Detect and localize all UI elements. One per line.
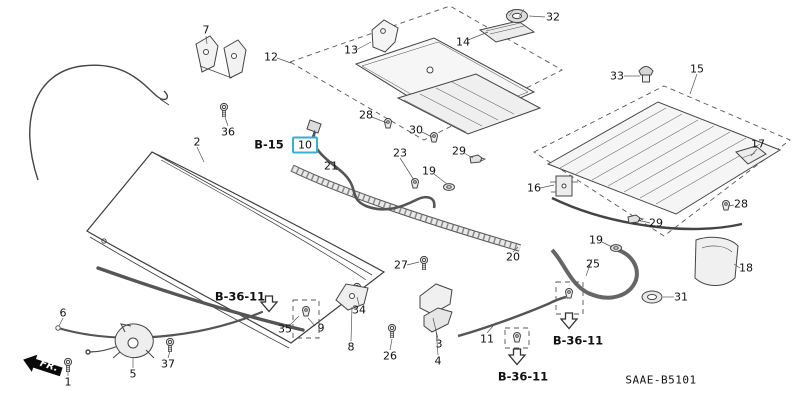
part-label-29b[interactable]: 29 — [649, 216, 663, 230]
fr-arrow — [23, 354, 63, 377]
part-label-35[interactable]: 35 — [278, 322, 292, 336]
part-label-37[interactable]: 37 — [161, 357, 175, 371]
part-label-15[interactable]: 15 — [690, 62, 704, 76]
release-cable-art — [29, 64, 170, 355]
part-label-34[interactable]: 34 — [352, 303, 366, 317]
part-label-2[interactable]: 2 — [193, 135, 201, 149]
part-label-3[interactable]: 3 — [435, 337, 443, 351]
grommet-32-art — [505, 8, 528, 23]
leader-lines — [58, 15, 758, 376]
drawing-code: SAAE-B5101 — [625, 373, 697, 387]
ref-label-b3611-left[interactable]: B-36-11 — [214, 289, 266, 304]
part-label-29a[interactable]: 29 — [452, 144, 466, 158]
part-label-28b[interactable]: 28 — [734, 197, 748, 211]
part-label-8[interactable]: 8 — [347, 340, 355, 354]
part-label-28a[interactable]: 28 — [359, 108, 373, 122]
hinge-art — [195, 35, 247, 79]
tubes-art — [290, 119, 639, 338]
strips-art — [55, 266, 305, 339]
part-label-1[interactable]: 1 — [64, 375, 72, 389]
part-label-6[interactable]: 6 — [59, 306, 67, 320]
part-label-11[interactable]: 11 — [480, 332, 494, 346]
part-label-12[interactable]: 12 — [264, 50, 278, 64]
part-label-9[interactable]: 9 — [317, 321, 325, 335]
hood-panel-art — [86, 151, 386, 349]
part-label-7[interactable]: 7 — [202, 23, 210, 37]
part-label-16[interactable]: 16 — [527, 181, 541, 195]
part-label-23[interactable]: 23 — [393, 146, 407, 160]
cap-33-art — [638, 66, 654, 83]
dashed-boxes — [288, 5, 791, 349]
part-label-20[interactable]: 20 — [506, 250, 520, 264]
part-label-5[interactable]: 5 — [129, 367, 137, 381]
part-label-14[interactable]: 14 — [456, 35, 470, 49]
part-label-13[interactable]: 13 — [344, 43, 358, 57]
part-label-4[interactable]: 4 — [434, 354, 442, 368]
right-cowl-art — [546, 101, 782, 304]
ref-label-b15[interactable]: B-15 — [254, 137, 284, 152]
ref-label-b3611-bottom[interactable]: B-36-11 — [497, 369, 549, 384]
part-label-27[interactable]: 27 — [394, 258, 408, 272]
ref-label-b3611-mid[interactable]: B-36-11 — [552, 333, 604, 348]
part-label-30[interactable]: 30 — [409, 123, 423, 137]
part-label-21[interactable]: 21 — [324, 159, 338, 173]
center-cowl-art — [354, 19, 542, 135]
part-label-26[interactable]: 26 — [383, 349, 397, 363]
part-label-31[interactable]: 31 — [674, 290, 688, 304]
part-label-19a[interactable]: 19 — [422, 164, 436, 178]
part-label-18[interactable]: 18 — [739, 261, 753, 275]
highlighted-part-label-10[interactable]: 10 — [292, 136, 318, 154]
brackets-art — [335, 283, 453, 333]
part-label-25[interactable]: 25 — [586, 257, 600, 271]
part-label-17[interactable]: 17 — [751, 137, 765, 151]
part-label-19b[interactable]: 19 — [589, 233, 603, 247]
part-label-36[interactable]: 36 — [221, 125, 235, 139]
part-label-33[interactable]: 33 — [610, 69, 624, 83]
hood-latch-art — [112, 323, 155, 359]
part-label-32[interactable]: 32 — [546, 10, 560, 24]
bolt-36-art — [219, 102, 229, 118]
